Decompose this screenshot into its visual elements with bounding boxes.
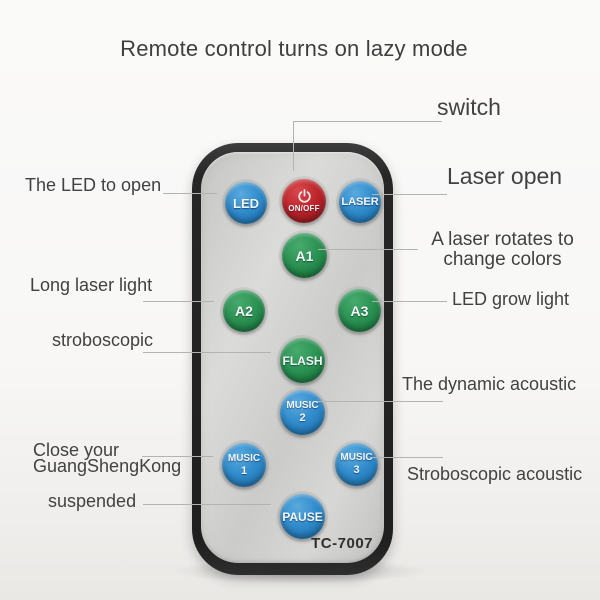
callout-line-a1 <box>318 249 418 250</box>
annotation-switch: switch <box>437 94 501 120</box>
music1-button-label: MUSIC <box>227 452 261 464</box>
annotation-stroboscopic: stroboscopic <box>52 330 154 350</box>
annotation-dynamic-acoustic: The dynamic acoustic <box>402 374 577 394</box>
remote-face: LED ON/OFF LASER A1 A2 <box>201 152 384 563</box>
model-number: TC-7007 <box>311 535 373 552</box>
callout-line-switch-horizontal <box>293 121 442 122</box>
music1-button[interactable]: MUSIC 1 <box>222 443 266 487</box>
callout-line-pause <box>143 504 271 505</box>
annotation-a1-note: A laser rotates to change colors <box>410 230 595 270</box>
music2-button-label: MUSIC <box>286 400 319 411</box>
annotation-strobo-acoustic: Stroboscopic acoustic <box>407 464 583 484</box>
annotation-long-laser: Long laser light <box>30 275 153 295</box>
a3-button[interactable]: A3 <box>338 289 381 332</box>
callout-line-laser <box>372 194 447 195</box>
onoff-button[interactable]: ON/OFF <box>282 179 326 223</box>
callout-line-a3 <box>372 301 447 302</box>
music1-button-number: 1 <box>240 464 248 477</box>
annotation-led-grow: LED grow light <box>452 289 570 309</box>
a3-button-label: A3 <box>350 302 369 319</box>
a2-button[interactable]: A2 <box>223 290 265 332</box>
music3-button[interactable]: MUSIC 3 <box>335 443 378 486</box>
led-button-label: LED <box>233 195 259 211</box>
flash-button[interactable]: FLASH <box>280 338 325 383</box>
annotation-laser-open: Laser open <box>447 163 563 189</box>
a2-button-label: A2 <box>235 303 253 319</box>
annotation-close-gsk: Close your GuangShengKong <box>33 440 182 476</box>
power-icon <box>297 189 312 204</box>
callout-line-led <box>163 193 217 194</box>
a1-button-label: A1 <box>295 247 314 264</box>
music3-button-label: MUSIC <box>340 452 373 463</box>
annotation-a1-note-line1: A laser rotates to <box>431 229 574 250</box>
pause-button[interactable]: PAUSE <box>280 494 325 539</box>
callout-line-music1 <box>142 456 213 457</box>
callout-line-music3 <box>370 457 443 458</box>
callout-line-switch-vertical <box>293 121 294 171</box>
annotation-led-open: The LED to open <box>25 175 162 195</box>
onoff-button-label: ON/OFF <box>288 204 320 213</box>
led-button[interactable]: LED <box>225 182 267 224</box>
annotation-close-gsk-line1: Close your <box>33 440 120 460</box>
annotation-suspended: suspended <box>48 491 137 511</box>
callout-line-flash <box>143 352 271 353</box>
pause-button-label: PAUSE <box>282 509 323 524</box>
laser-button[interactable]: LASER <box>339 181 381 223</box>
music3-button-number: 3 <box>353 464 360 476</box>
a1-button[interactable]: A1 <box>282 233 327 278</box>
callout-line-music2 <box>317 401 443 402</box>
music2-button[interactable]: MUSIC 2 <box>280 390 325 435</box>
page-title: Remote control turns on lazy mode <box>120 36 468 61</box>
laser-button-label: LASER <box>341 195 379 208</box>
remote-control: LED ON/OFF LASER A1 A2 <box>192 143 393 575</box>
annotation-a1-note-line2: change colors <box>443 249 562 270</box>
music2-button-number: 2 <box>299 412 306 424</box>
annotation-close-gsk-line2: GuangShengKong <box>33 456 182 476</box>
flash-button-label: FLASH <box>282 353 323 368</box>
callout-line-a2 <box>143 301 214 302</box>
